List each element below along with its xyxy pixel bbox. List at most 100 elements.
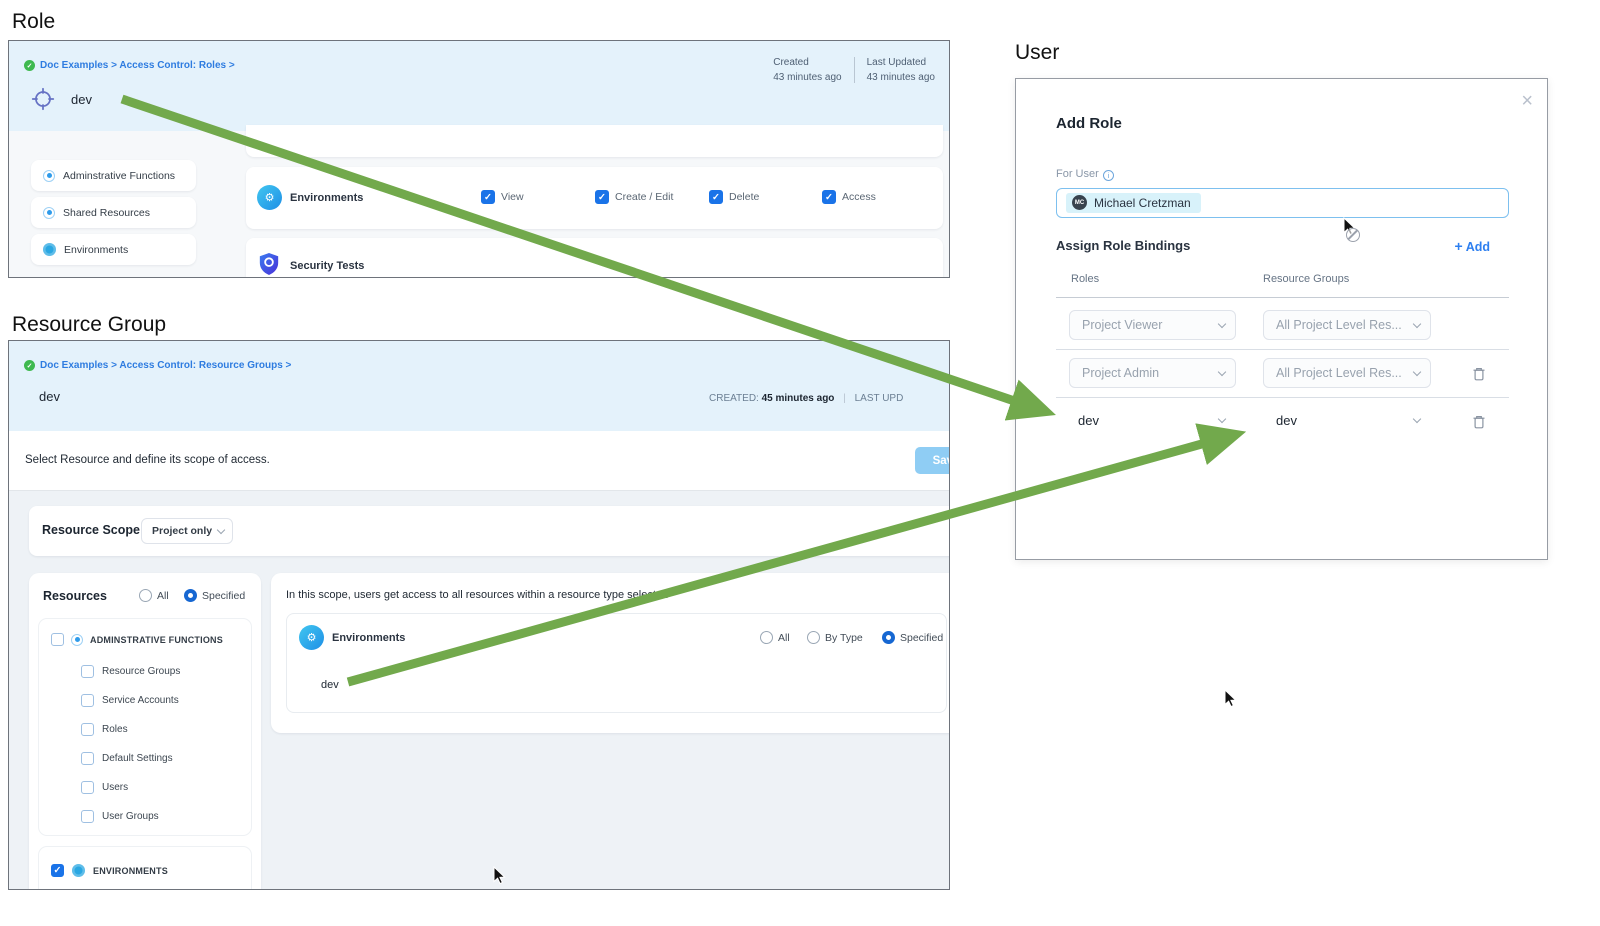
resource-group-select-row3[interactable]: dev [1276, 413, 1297, 428]
resource-scope-select[interactable]: Project only [141, 518, 233, 544]
radio-selected-icon[interactable] [184, 589, 197, 602]
role-breadcrumb[interactable]: ✓ Doc Examples > Access Control: Roles > [24, 60, 235, 71]
role-select-row1[interactable]: Project Viewer [1069, 310, 1236, 340]
tree-item-label: Resource Groups [102, 666, 181, 677]
tree-item-roles[interactable]: Roles [81, 723, 128, 736]
radio-selected-icon[interactable] [882, 631, 895, 644]
created-value: 43 minutes ago [773, 72, 842, 83]
table-top-rule [1056, 297, 1509, 298]
sidebar-item-administrative-functions[interactable]: Adminstrative Functions [31, 160, 196, 191]
radio-label: Specified [900, 631, 944, 644]
bindings-heading: Assign Role Bindings [1056, 238, 1191, 253]
role-select-row2[interactable]: Project Admin [1069, 358, 1236, 388]
checkbox-unchecked-icon[interactable] [51, 633, 64, 646]
scope-column: In this scope, users get access to all r… [271, 573, 949, 733]
chevron-down-icon [1412, 319, 1422, 328]
modal-title: Add Role [1056, 115, 1122, 132]
info-icon[interactable]: i [1102, 170, 1114, 181]
avatar: MC [1072, 195, 1087, 210]
tree-item-label: Service Accounts [102, 695, 179, 706]
tree-item-service-accounts[interactable]: Service Accounts [81, 694, 179, 707]
tree-item-default-settings[interactable]: Default Settings [81, 752, 173, 765]
permission-view[interactable]: ✓ View [481, 190, 524, 204]
rg-title: dev [39, 389, 60, 404]
add-binding-button[interactable]: + Add [1454, 238, 1490, 254]
chevron-down-icon[interactable] [1217, 414, 1227, 424]
resource-type-icon [43, 169, 55, 182]
scope-radio-specified[interactable]: Specified [882, 631, 943, 644]
checkbox-unchecked-icon[interactable] [81, 752, 94, 765]
tree-item-label: Users [102, 782, 129, 793]
resources-radio-specified[interactable]: Specified [184, 589, 245, 602]
tree-item-users[interactable]: Users [81, 781, 128, 794]
resource-group-environments: ✓ ENVIRONMENTS [39, 847, 251, 889]
permission-create-edit[interactable]: ✓ Create / Edit [595, 190, 673, 204]
user-name: Michael Cretzman [1094, 195, 1191, 210]
resource-type-icon [43, 206, 55, 219]
not-allowed-cursor-icon [1346, 228, 1360, 242]
rg-breadcrumb[interactable]: ✓ Doc Examples > Access Control: Resourc… [24, 360, 291, 371]
checkbox-unchecked-icon[interactable] [81, 723, 94, 736]
save-button[interactable]: Save [915, 447, 949, 474]
rg-meta: CREATED: 45 minutes ago | LAST UPD [709, 393, 949, 404]
role-section-title: Role [12, 10, 56, 33]
checkbox-checked-icon[interactable]: ✓ [822, 190, 836, 204]
scope-radio-by-type[interactable]: By Type [807, 631, 863, 644]
permission-resource-label: Security Tests [290, 260, 365, 272]
resource-scope-value: Project only [152, 525, 213, 537]
sidebar-item-environments[interactable]: Environments [31, 234, 196, 265]
checkbox-checked-icon[interactable]: ✓ [709, 190, 723, 204]
checkbox-checked-icon[interactable]: ✓ [595, 190, 609, 204]
rg-body: Resource Scope Project only Resources Al… [9, 491, 949, 889]
resources-radio-all[interactable]: All [139, 589, 169, 602]
sidebar-item-label: Adminstrative Functions [63, 169, 176, 182]
resource-type-icon [71, 633, 83, 646]
permission-access[interactable]: ✓ Access [822, 190, 876, 204]
tree-item-label: User Groups [102, 811, 159, 822]
checkbox-unchecked-icon[interactable] [81, 665, 94, 678]
delete-row3-icon[interactable] [1471, 414, 1487, 430]
user-input[interactable]: MC Michael Cretzman [1056, 188, 1509, 218]
radio-icon[interactable] [807, 631, 820, 644]
scope-environments-card: ⚙ Environments All By Type Specified [286, 613, 947, 713]
tree-item-user-groups[interactable]: User Groups [81, 810, 159, 823]
permission-delete[interactable]: ✓ Delete [709, 190, 759, 204]
sidebar-item-label: Shared Resources [63, 206, 150, 219]
radio-icon[interactable] [139, 589, 152, 602]
resource-group-select-row1[interactable]: All Project Level Res... [1263, 310, 1431, 340]
row-divider [1056, 349, 1509, 350]
scope-radio-all[interactable]: All [760, 631, 790, 644]
resource-scope-card: Resource Scope Project only [29, 506, 949, 556]
add-label: Add [1465, 240, 1490, 254]
checkbox-unchecked-icon[interactable] [81, 781, 94, 794]
role-select-value: Project Viewer [1082, 318, 1163, 332]
radio-icon[interactable] [760, 631, 773, 644]
created-block: Created 43 minutes ago [773, 57, 841, 83]
col-resource-groups: Resource Groups [1263, 273, 1350, 285]
breadcrumb-text[interactable]: Doc Examples > Access Control: Roles > [40, 60, 235, 71]
role-select-row3[interactable]: dev [1078, 413, 1099, 428]
user-chip[interactable]: MC Michael Cretzman [1066, 192, 1201, 213]
role-title: dev [71, 92, 92, 107]
resource-group-select-row2[interactable]: All Project Level Res... [1263, 358, 1431, 388]
breadcrumb-text[interactable]: Doc Examples > Access Control: Resource … [40, 360, 292, 371]
checkbox-unchecked-icon[interactable] [81, 694, 94, 707]
radio-label: All [778, 631, 790, 644]
tree-item-resource-groups[interactable]: Resource Groups [81, 665, 180, 678]
group-label: ADMINSTRATIVE FUNCTIONS [90, 634, 223, 645]
environments-group-row[interactable]: ✓ ENVIRONMENTS [51, 864, 168, 877]
role-meta: Created 43 minutes ago Last Updated 43 m… [773, 57, 935, 83]
resources-column: Resources All Specified ADMINSTRATIVE FU… [29, 573, 261, 889]
checkbox-checked-icon[interactable]: ✓ [51, 864, 64, 877]
close-icon[interactable]: × [1521, 90, 1533, 112]
checkbox-checked-icon[interactable]: ✓ [481, 190, 495, 204]
checkbox-unchecked-icon[interactable] [81, 810, 94, 823]
sidebar-item-shared-resources[interactable]: Shared Resources [31, 197, 196, 228]
project-status-icon: ✓ [24, 60, 35, 71]
chevron-down-icon[interactable] [1412, 414, 1422, 424]
tree-item-label: Roles [102, 724, 128, 735]
admin-functions-row[interactable]: ADMINSTRATIVE FUNCTIONS [51, 633, 223, 646]
delete-row2-icon[interactable] [1471, 366, 1487, 382]
permission-card-partial [246, 125, 943, 157]
